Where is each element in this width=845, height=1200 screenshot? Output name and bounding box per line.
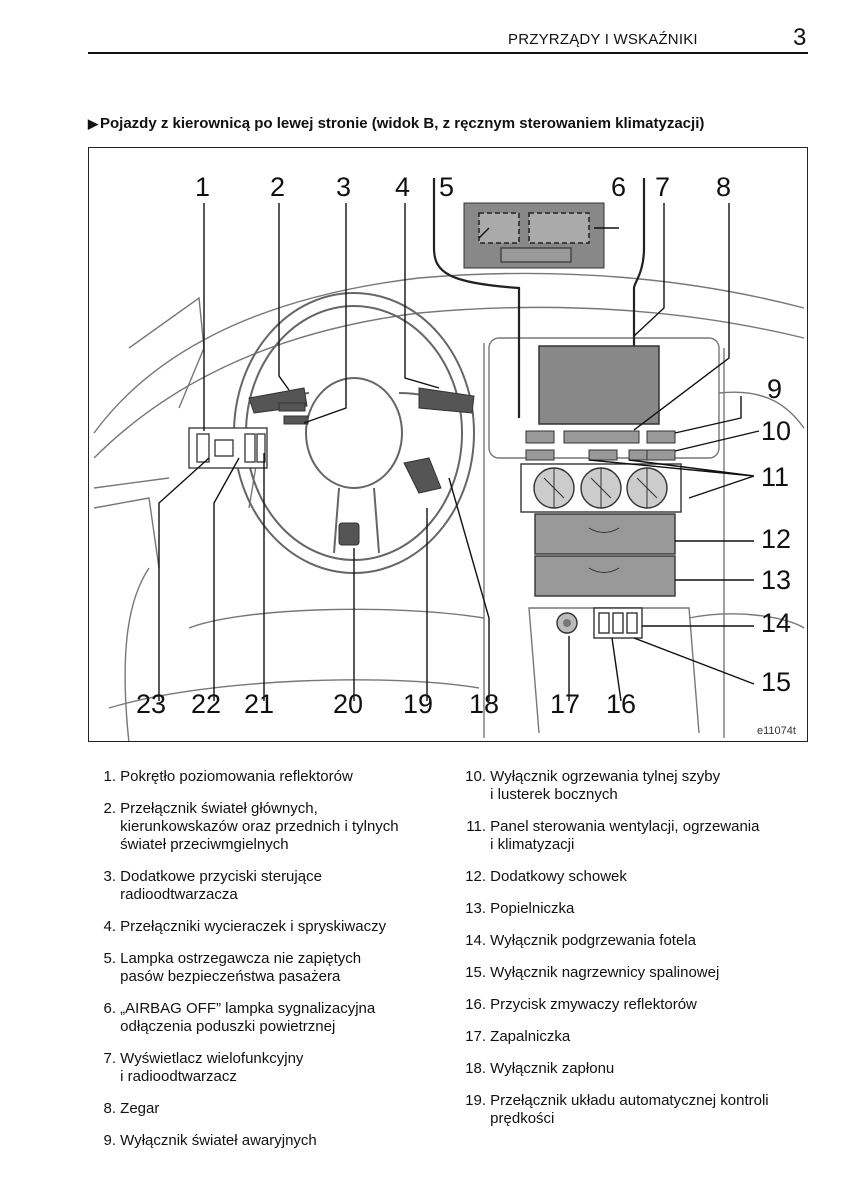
section-title-text: Pojazdy z kierownicą po lewej stronie (w… xyxy=(100,115,705,132)
list-item-text: „AIRBAG OFF” lampka sygnalizacyjna odłąc… xyxy=(120,1000,376,1035)
list-item: 15. Wyłącznik nagrzewnicy spalinowej xyxy=(458,964,808,982)
fig-label-2: 2 xyxy=(270,172,285,202)
section-title: ▶Pojazdy z kierownicą po lewej stronie (… xyxy=(88,115,704,132)
list-item: 1. Pokrętło poziomowania reflektorów xyxy=(96,768,456,786)
dashboard-illustration: 1 2 3 4 5 6 7 8 9 10 11 12 13 14 15 16 1… xyxy=(93,172,805,741)
list-item-text: Wyłącznik zapłonu xyxy=(490,1060,615,1077)
list-item-number: 16. xyxy=(465,996,486,1013)
list-item: 13. Popielniczka xyxy=(458,900,808,918)
fig-label-7: 7 xyxy=(655,172,670,202)
list-item-number: 5. xyxy=(103,950,116,967)
list-item: 5. Lampka ostrzegawcza nie zapiętych pas… xyxy=(96,950,456,986)
fig-label-19: 19 xyxy=(403,689,433,719)
fig-label-4: 4 xyxy=(395,172,410,202)
list-item-number: 12. xyxy=(465,868,486,885)
list-item-text: Przełącznik układu automatycznej kontrol… xyxy=(490,1092,769,1127)
list-item-text: Zegar xyxy=(120,1100,160,1117)
fig-label-18: 18 xyxy=(469,689,499,719)
list-item-text: Przełącznik świateł głównych, kierunkows… xyxy=(120,800,399,853)
fig-label-14: 14 xyxy=(761,608,791,638)
fig-label-23: 23 xyxy=(136,689,166,719)
list-item-number: 1. xyxy=(103,768,116,785)
fig-label-9: 9 xyxy=(767,374,782,404)
list-item: 17. Zapalniczka xyxy=(458,1028,808,1046)
dashboard-figure: 1 2 3 4 5 6 7 8 9 10 11 12 13 14 15 16 1… xyxy=(88,147,808,742)
header-rule xyxy=(88,52,808,54)
list-item-text: Lampka ostrzegawcza nie zapiętych pasów … xyxy=(120,950,362,985)
list-item: 16. Przycisk zmywaczy reflektorów xyxy=(458,996,808,1014)
fig-label-21: 21 xyxy=(244,689,274,719)
list-item-number: 9. xyxy=(103,1132,116,1149)
list-item-text: Pokrętło poziomowania reflektorów xyxy=(120,768,353,785)
list-item: 10. Wyłącznik ogrzewania tylnej szyby i … xyxy=(458,768,808,804)
list-item-number: 19. xyxy=(465,1092,486,1109)
list-item-number: 4. xyxy=(103,918,116,935)
list-item: 4. Przełączniki wycieraczek i spryskiwac… xyxy=(96,918,456,936)
fig-label-11: 11 xyxy=(761,462,789,492)
list-item-number: 14. xyxy=(465,932,486,949)
list-item: 7. Wyświetlacz wielofunkcyjny i radioodt… xyxy=(96,1050,456,1086)
fig-label-16: 16 xyxy=(606,689,636,719)
list-item-text: Dodatkowe przyciski sterujące radioodtwa… xyxy=(120,868,322,903)
fig-label-22: 22 xyxy=(191,689,221,719)
legend-list-right: 10. Wyłącznik ogrzewania tylnej szyby i … xyxy=(458,768,808,1142)
fig-label-15: 15 xyxy=(761,667,791,697)
list-item-number: 8. xyxy=(103,1100,116,1117)
list-item-number: 3. xyxy=(103,868,116,885)
list-item-text: Wyłącznik podgrzewania fotela xyxy=(490,932,696,949)
page-header-title: PRZYRZĄDY I WSKAŹNIKI xyxy=(508,31,698,48)
fig-label-12: 12 xyxy=(761,524,791,554)
triangle-bullet-icon: ▶ xyxy=(88,116,98,131)
list-item: 18. Wyłącznik zapłonu xyxy=(458,1060,808,1078)
list-item-text: Wyłącznik ogrzewania tylnej szyby i lust… xyxy=(490,768,721,803)
list-item-text: Wyłącznik świateł awaryjnych xyxy=(120,1132,317,1149)
list-item: 3. Dodatkowe przyciski sterujące radiood… xyxy=(96,868,456,904)
list-item: 6. „AIRBAG OFF” lampka sygnalizacyjna od… xyxy=(96,1000,456,1036)
list-item-text: Popielniczka xyxy=(490,900,575,917)
list-item-number: 10. xyxy=(465,768,486,785)
list-item-number: 18. xyxy=(465,1060,486,1077)
list-item-text: Dodatkowy schowek xyxy=(490,868,627,885)
list-item-text: Zapalniczka xyxy=(490,1028,571,1045)
list-item-text: Wyłącznik nagrzewnicy spalinowej xyxy=(490,964,720,981)
fig-label-1: 1 xyxy=(195,172,210,202)
list-item-text: Wyświetlacz wielofunkcyjny i radioodtwar… xyxy=(120,1050,304,1085)
list-item-text: Przycisk zmywaczy reflektorów xyxy=(490,996,697,1013)
list-item: 8. Zegar xyxy=(96,1100,456,1118)
list-item: 19. Przełącznik układu automatycznej kon… xyxy=(458,1092,808,1128)
fig-label-10: 10 xyxy=(761,416,791,446)
fig-label-17: 17 xyxy=(550,689,580,719)
list-item-number: 6. xyxy=(103,1000,116,1017)
fig-label-13: 13 xyxy=(761,565,791,595)
list-item: 2. Przełącznik świateł głównych, kierunk… xyxy=(96,800,456,854)
page-number: 3 xyxy=(793,24,807,51)
list-item-text: Przełączniki wycieraczek i spryskiwaczy xyxy=(120,918,387,935)
list-item-text: Panel sterowania wentylacji, ogrzewania … xyxy=(490,818,760,853)
list-item-number: 7. xyxy=(103,1050,116,1067)
fig-label-6: 6 xyxy=(611,172,626,202)
list-item: 12. Dodatkowy schowek xyxy=(458,868,808,886)
list-item: 14. Wyłącznik podgrzewania fotela xyxy=(458,932,808,950)
list-item: 9. Wyłącznik świateł awaryjnych xyxy=(96,1132,456,1150)
fig-label-20: 20 xyxy=(333,689,363,719)
list-item-number: 2. xyxy=(103,800,116,817)
list-item-number: 13. xyxy=(465,900,486,917)
legend-list-left: 1. Pokrętło poziomowania reflektorów 2. … xyxy=(96,768,456,1164)
list-item-number: 15. xyxy=(465,964,486,981)
fig-label-8: 8 xyxy=(716,172,731,202)
list-item-number: 11. xyxy=(466,818,486,835)
fig-label-5: 5 xyxy=(439,172,454,202)
fig-label-3: 3 xyxy=(336,172,351,202)
list-item-number: 17. xyxy=(465,1028,486,1045)
figure-code: e11074t xyxy=(757,725,796,737)
list-item: 11. Panel sterowania wentylacji, ogrzewa… xyxy=(458,818,808,854)
